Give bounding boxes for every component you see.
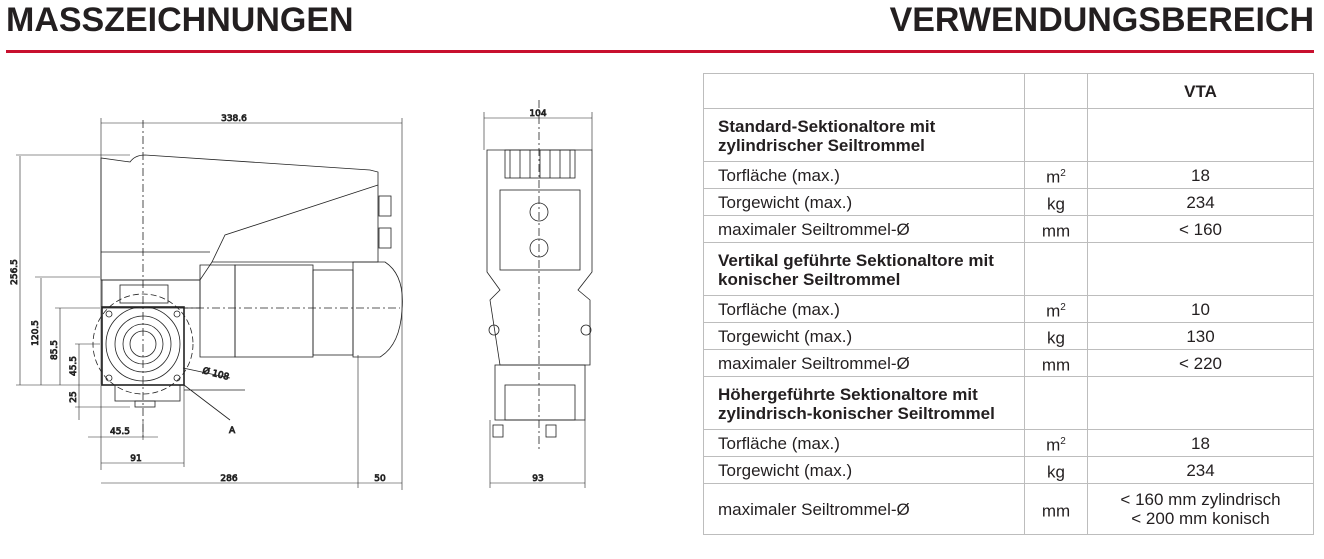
row-value: 234 — [1186, 192, 1215, 212]
front-view-drawing — [486, 100, 593, 450]
dim-width-1: 45.5 — [110, 427, 130, 437]
table-row: Torgewicht (max.)kg 234 — [703, 188, 1314, 216]
section-marker: A — [229, 426, 236, 436]
table-row: Torgewicht (max.)kg 234 — [703, 456, 1314, 484]
dim-height-3: 45.5 — [69, 356, 79, 376]
group-title: Standard-Sektionaltore mit zylindrischer… — [703, 108, 1025, 162]
table-group-row: Standard-Sektionaltore mit zylindrischer… — [703, 108, 1314, 162]
row-label: maximaler Seiltrommel-Ø — [703, 483, 1025, 535]
row-label: Torfläche (max.) — [703, 429, 1025, 457]
table-row: Torgewicht (max.)kg 130 — [703, 322, 1314, 350]
table-group-row: Höhergeführte Sektionaltore mit zylindri… — [703, 376, 1314, 430]
row-value: 234 — [1186, 460, 1215, 480]
dim-height-2: 85.5 — [50, 340, 60, 360]
row-label: Torgewicht (max.) — [703, 188, 1025, 216]
row-value: 18 — [1191, 433, 1210, 453]
model-header: VTA — [1087, 73, 1314, 109]
application-range-table: VTA Standard-Sektionaltore mit zylindris… — [703, 73, 1314, 535]
row-value-2: < 200 mm konisch — [1131, 509, 1270, 528]
row-value: 18 — [1191, 165, 1210, 185]
row-value: 130 — [1186, 326, 1215, 346]
row-unit: mm — [1024, 483, 1088, 535]
group-title: Vertikal geführte Sektionaltore mit koni… — [703, 242, 1025, 296]
table-row: Torfläche (max.)m2 18 — [703, 429, 1314, 457]
row-unit: m2 — [1024, 295, 1088, 323]
dim-width-3: 286 — [220, 474, 237, 484]
front-view-dimensions — [483, 112, 593, 488]
row-label: Torgewicht (max.) — [703, 456, 1025, 484]
row-unit: kg — [1024, 456, 1088, 484]
row-value: < 160 — [1178, 219, 1222, 239]
row-label: Torfläche (max.) — [703, 161, 1025, 189]
row-label: Torfläche (max.) — [703, 295, 1025, 323]
row-value: < 160 mm zylindrisch — [1120, 490, 1281, 509]
heading-application-range: VERWENDUNGSBEREICH — [889, 1, 1314, 39]
row-unit: kg — [1024, 188, 1088, 216]
table-group-row: Vertikal geführte Sektionaltore mit koni… — [703, 242, 1314, 296]
dim-height-4: 25 — [69, 391, 79, 402]
row-label: Torgewicht (max.) — [703, 322, 1025, 350]
row-value: 10 — [1191, 299, 1210, 319]
dim-diameter: Ø 108 — [201, 365, 230, 383]
table-row: Torfläche (max.)m2 18 — [703, 161, 1314, 189]
dim-width-total: 338.6 — [221, 114, 247, 124]
dim-width-4: 50 — [374, 474, 386, 484]
row-unit: mm — [1024, 349, 1088, 377]
dim-height-total: 256.5 — [10, 259, 20, 285]
dim-front-width-bottom: 93 — [532, 474, 543, 484]
dim-width-2: 91 — [130, 454, 141, 464]
row-unit: kg — [1024, 322, 1088, 350]
table-row: Torfläche (max.)m2 10 — [703, 295, 1314, 323]
table-header-row: VTA — [703, 73, 1314, 109]
row-unit: mm — [1024, 215, 1088, 243]
row-unit: m2 — [1024, 161, 1088, 189]
side-view-dimensions — [16, 118, 403, 490]
row-label: maximaler Seiltrommel-Ø — [703, 349, 1025, 377]
side-view-drawing — [92, 120, 403, 440]
row-value: < 220 — [1178, 353, 1222, 373]
dimension-drawing: 338.6 256.5 120.5 85.5 45.5 25 45.5 91 2… — [10, 100, 593, 490]
heading-dimension-drawings: MASSZEICHNUNGEN — [6, 1, 354, 39]
heading-divider — [6, 50, 1314, 53]
group-title: Höhergeführte Sektionaltore mit zylindri… — [703, 376, 1025, 430]
dim-height-1: 120.5 — [31, 320, 41, 346]
row-unit: m2 — [1024, 429, 1088, 457]
dim-front-width-top: 104 — [529, 109, 546, 119]
row-label: maximaler Seiltrommel-Ø — [703, 215, 1025, 243]
